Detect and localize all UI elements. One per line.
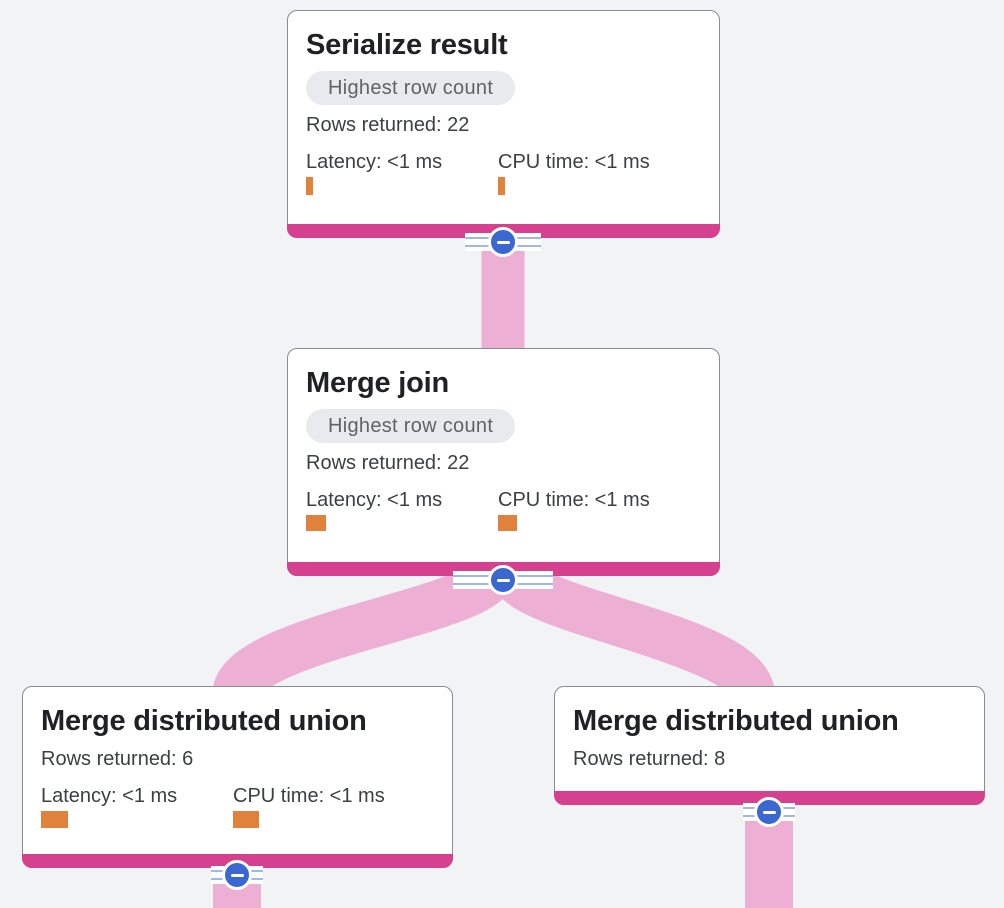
latency-bar xyxy=(306,515,326,531)
minus-icon xyxy=(762,810,776,814)
rows-returned-text: Rows returned: 6 xyxy=(41,748,194,770)
rows-returned-text: Rows returned: 22 xyxy=(306,114,470,136)
cpu-time-bar xyxy=(498,515,517,531)
latency-metric: Latency: <1 ms xyxy=(306,488,498,531)
cpu-metric: CPU time: <1 ms xyxy=(498,488,690,531)
cpu-metric: CPU time: <1 ms xyxy=(498,150,690,195)
latency-bar xyxy=(306,177,313,195)
latency-label: Latency: <1 ms xyxy=(306,151,443,173)
latency-bar xyxy=(41,811,68,828)
collapse-node-button[interactable] xyxy=(222,860,252,890)
cpu-metric: CPU time: <1 ms xyxy=(233,784,425,828)
collapse-node-button[interactable] xyxy=(488,565,518,595)
rows-returned-text: Rows returned: 8 xyxy=(573,748,726,770)
rows-returned-text: Rows returned: 22 xyxy=(306,452,470,474)
highest-row-count-badge: Highest row count xyxy=(306,409,516,443)
minus-icon xyxy=(230,873,244,877)
metrics-row: Latency: <1 ms CPU time: <1 ms xyxy=(306,488,701,531)
latency-metric: Latency: <1 ms xyxy=(41,784,233,828)
plan-node-merge-join[interactable]: Merge join Highest row count Rows return… xyxy=(287,348,720,576)
latency-label: Latency: <1 ms xyxy=(306,489,443,511)
metrics-row: Latency: <1 ms CPU time: <1 ms xyxy=(41,784,434,828)
minus-icon xyxy=(496,578,510,582)
cpu-time-label: CPU time: <1 ms xyxy=(498,489,650,511)
minus-icon xyxy=(496,240,510,244)
collapse-node-button[interactable] xyxy=(488,227,518,257)
collapse-node-button[interactable] xyxy=(754,797,784,827)
plan-node-serialize-result[interactable]: Serialize result Highest row count Rows … xyxy=(287,10,720,238)
plan-node-merge-distributed-union-left[interactable]: Merge distributed union Rows returned: 6… xyxy=(22,686,453,868)
node-title: Serialize result xyxy=(306,29,508,61)
latency-label: Latency: <1 ms xyxy=(41,785,178,807)
cpu-time-label: CPU time: <1 ms xyxy=(233,785,385,807)
latency-metric: Latency: <1 ms xyxy=(306,150,498,195)
link-handle-union-left xyxy=(211,860,263,890)
highest-row-count-badge: Highest row count xyxy=(306,71,516,105)
metrics-row: Latency: <1 ms CPU time: <1 ms xyxy=(306,150,701,195)
cpu-time-bar xyxy=(233,811,259,828)
link-handle-union-right xyxy=(743,797,795,827)
plan-node-merge-distributed-union-right[interactable]: Merge distributed union Rows returned: 8 xyxy=(554,686,985,805)
cpu-time-bar xyxy=(498,177,505,195)
node-title: Merge distributed union xyxy=(41,705,367,737)
node-title: Merge join xyxy=(306,367,450,399)
link-handle-merge-join xyxy=(453,565,553,595)
cpu-time-label: CPU time: <1 ms xyxy=(498,151,650,173)
node-title: Merge distributed union xyxy=(573,705,899,737)
link-handle-serialize-result xyxy=(465,227,541,257)
